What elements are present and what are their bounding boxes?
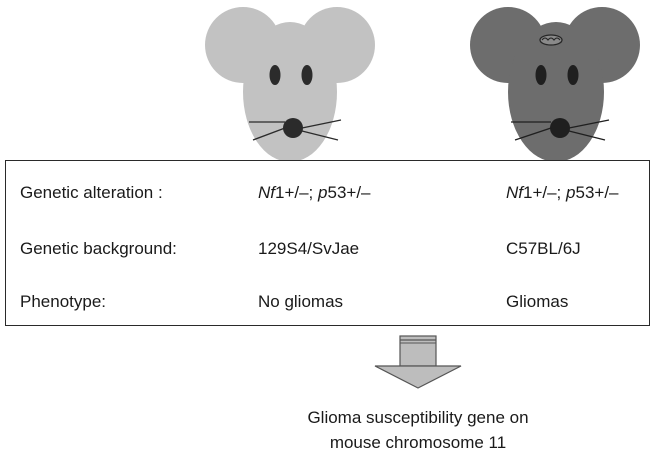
phenotype-right: Gliomas <box>506 292 569 311</box>
mouse-nose <box>283 118 303 138</box>
mouse-eye <box>567 65 579 85</box>
glioma-tumor-mark <box>539 34 563 46</box>
genetic-background-left: 129S4/SvJae <box>258 239 360 258</box>
genetic-alteration-label: Genetic alteration : <box>20 183 163 202</box>
mouse-eye <box>269 65 281 85</box>
down-arrow-icon <box>374 335 462 389</box>
mouse-face <box>508 22 604 162</box>
genetic-background-label: Genetic background: <box>20 239 177 258</box>
mouse-head <box>205 7 375 162</box>
mouse-c57bl6j-gliomas-illustration <box>470 7 640 162</box>
genetic-background-right: C57BL/6J <box>506 239 581 258</box>
mouse-whiskers <box>511 119 610 141</box>
mouse-eye <box>535 65 547 85</box>
mouse-129s4-no-gliomas-illustration <box>205 7 375 162</box>
phenotype-left: No gliomas <box>258 292 344 311</box>
mouse-eye <box>301 65 313 85</box>
caption-line-2: mouse chromosome 11 <box>329 433 507 452</box>
genetic-alteration-right: Nf1+/–; p53+/– <box>506 183 619 202</box>
mouse-face <box>243 22 337 162</box>
comparison-table: Genetic alteration : Nf1+/–; p53+/– Nf1+… <box>5 160 650 326</box>
mouse-head <box>470 7 640 162</box>
caption-line-1: Glioma susceptibility gene on <box>307 408 529 427</box>
phenotype-label: Phenotype: <box>20 292 107 311</box>
mouse-nose <box>550 118 570 138</box>
mouse-whiskers <box>249 119 342 141</box>
genetic-alteration-left: Nf1+/–; p53+/– <box>258 183 371 202</box>
